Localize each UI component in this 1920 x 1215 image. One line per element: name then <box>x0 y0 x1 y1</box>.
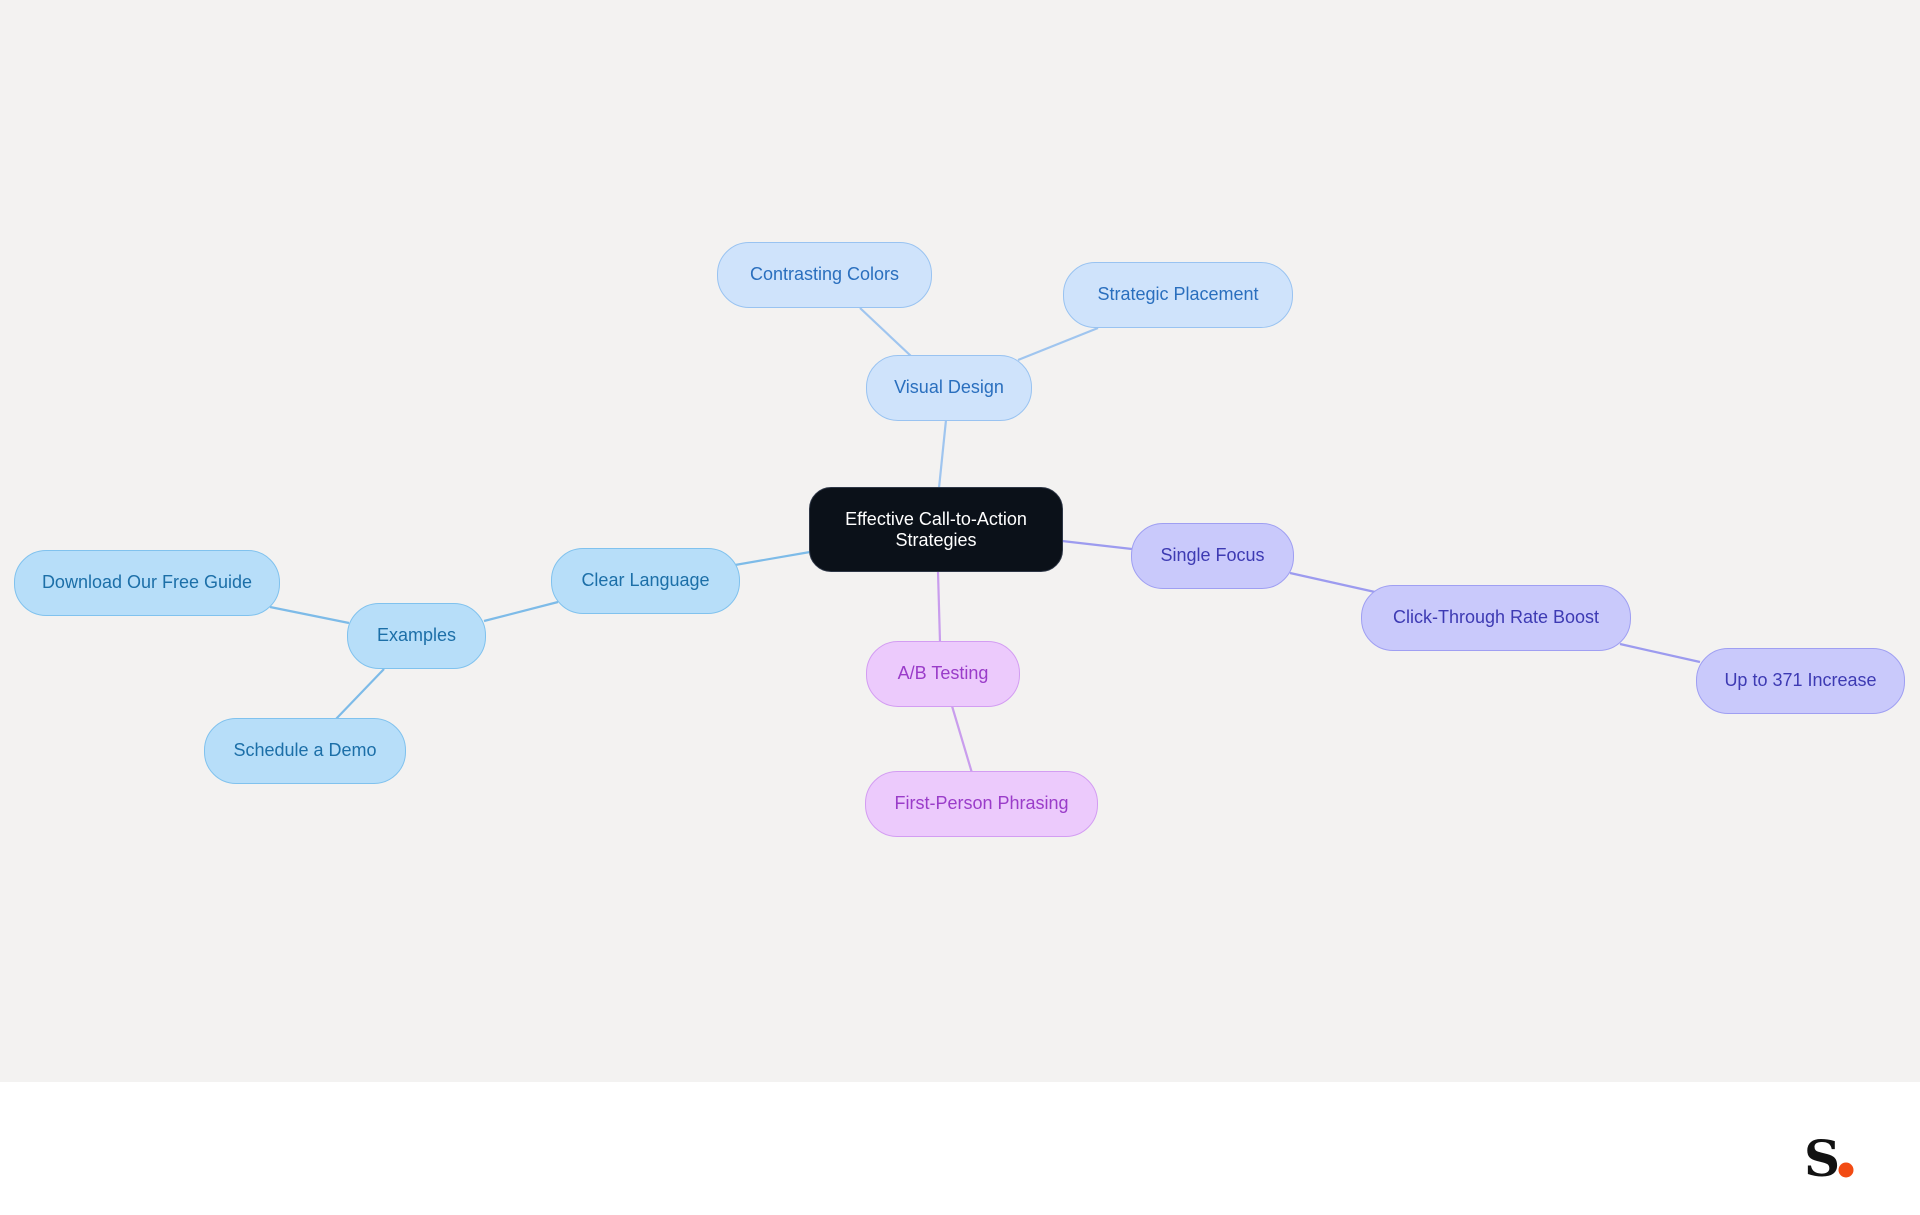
mind-map-connectors <box>269 307 1701 774</box>
connector-examples-download-guide <box>269 605 350 625</box>
node-single-focus-label: Single Focus <box>1160 545 1265 566</box>
node-up-to-371-increase[interactable]: Up to 371 Increase <box>1696 648 1905 714</box>
node-contrasting-colors[interactable]: Contrasting Colors <box>717 242 932 308</box>
node-strategic-placement[interactable]: Strategic Placement <box>1063 262 1293 328</box>
node-examples[interactable]: Examples <box>347 603 486 669</box>
root-node[interactable]: Effective Call-to-Action Strategies <box>809 487 1063 572</box>
node-clear-language-label: Clear Language <box>581 570 710 591</box>
page-footer <box>0 1082 1920 1215</box>
node-first-person-phrasing[interactable]: First-Person Phrasing <box>865 771 1098 837</box>
node-examples-label: Examples <box>376 625 457 646</box>
node-download-guide[interactable]: Download Our Free Guide <box>14 550 280 616</box>
connector-visual-design-contrasting-colors <box>859 307 913 358</box>
connector-examples-schedule-demo <box>335 668 385 720</box>
node-first-person-phrasing-label: First-Person Phrasing <box>894 793 1069 814</box>
connector-click-through-increase <box>1619 642 1701 664</box>
node-clear-language[interactable]: Clear Language <box>551 548 740 614</box>
connector-clear-language-examples <box>483 600 559 623</box>
node-strategic-placement-label: Strategic Placement <box>1097 284 1259 305</box>
node-schedule-demo-label: Schedule a Demo <box>233 740 377 761</box>
node-click-through-rate-boost[interactable]: Click-Through Rate Boost <box>1361 585 1631 651</box>
node-ab-testing[interactable]: A/B Testing <box>866 641 1020 707</box>
root-node-label: Effective Call-to-Action Strategies <box>845 509 1027 550</box>
node-up-to-371-increase-label: Up to 371 Increase <box>1724 670 1877 691</box>
connector-root-ab-testing <box>936 571 942 643</box>
connector-single-focus-click-through <box>1289 571 1376 594</box>
connector-root-single-focus <box>1061 539 1133 551</box>
mind-map-canvas: Effective Call-to-Action Strategies Visu… <box>0 0 1920 1082</box>
svg-text:S: S <box>1804 1130 1840 1182</box>
connector-visual-design-strategic-placement <box>1017 326 1099 362</box>
connector-root-visual-design <box>937 419 948 489</box>
node-single-focus[interactable]: Single Focus <box>1131 523 1294 589</box>
node-ab-testing-label: A/B Testing <box>897 663 989 684</box>
node-visual-design[interactable]: Visual Design <box>866 355 1032 421</box>
brand-s-dot-logo-icon: S <box>1804 1130 1854 1182</box>
connector-root-clear-language <box>734 550 811 567</box>
node-download-guide-label: Download Our Free Guide <box>41 572 253 593</box>
node-click-through-rate-boost-label: Click-Through Rate Boost <box>1392 607 1600 628</box>
node-schedule-demo[interactable]: Schedule a Demo <box>204 718 406 784</box>
node-contrasting-colors-label: Contrasting Colors <box>749 264 900 285</box>
node-visual-design-label: Visual Design <box>894 377 1004 398</box>
connector-ab-testing-first-person <box>950 705 974 774</box>
